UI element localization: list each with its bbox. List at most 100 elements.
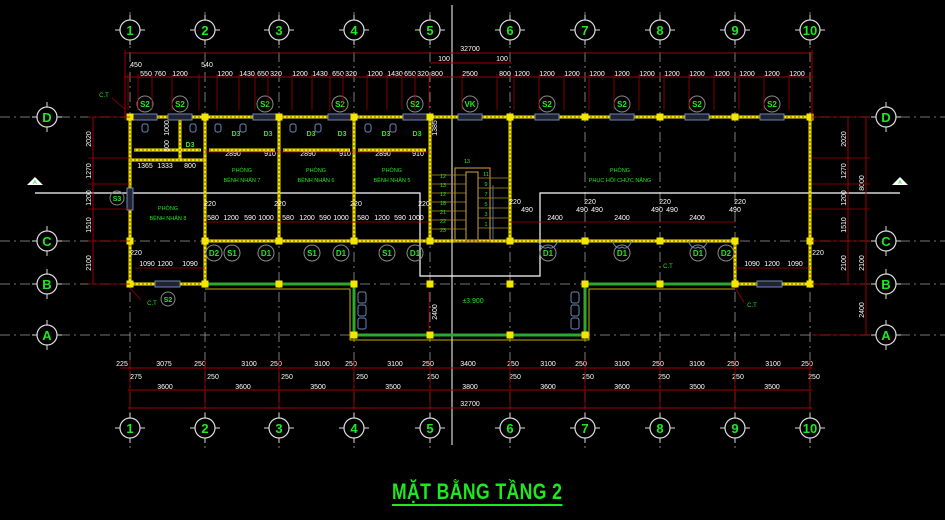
bench-icon: [570, 304, 580, 317]
dim-room: 590: [244, 215, 256, 222]
dim-bottom: 250: [732, 374, 744, 381]
dim-bottom: 3500: [764, 384, 780, 391]
window-top: [252, 113, 278, 121]
grid-bubble-bottom-2: 2: [201, 421, 208, 436]
column: [201, 113, 209, 121]
dim-top: 1200: [739, 71, 755, 78]
dim-top: 1200: [614, 71, 630, 78]
toilet-fixture-icon: [314, 123, 322, 133]
window-top: [167, 113, 193, 121]
window-tag: S2: [692, 100, 702, 109]
dim-room: 220: [204, 201, 216, 208]
grid-bubble-top-4: 4: [350, 23, 358, 38]
window-tag: VK: [464, 100, 475, 109]
grid-bubble-bottom-8: 8: [656, 421, 663, 436]
stair-step-number: 1: [484, 222, 487, 228]
door-tag: D1: [336, 249, 347, 258]
dim-bottom: 250: [270, 361, 282, 368]
dim-bottom: 250: [582, 374, 594, 381]
grid-bubble-left-A: A: [42, 328, 52, 343]
bench-icon: [570, 317, 580, 330]
dim-bottom: 3400: [460, 361, 476, 368]
door-tag-circle: [303, 244, 321, 262]
grid-bubble-bottom-9: 9: [731, 421, 738, 436]
dim-bottom: 250: [808, 374, 820, 381]
door-tag: D1: [617, 249, 628, 258]
dim-top: 540: [201, 62, 213, 69]
dim-left: 1510: [86, 217, 93, 233]
dim-top: 800: [431, 71, 443, 78]
dim-bottom: 3600: [614, 384, 630, 391]
dim-room: 220: [659, 199, 671, 206]
stair-step-number: 9: [484, 182, 487, 188]
toilet-door-tag: D3: [338, 131, 347, 138]
window-top: [457, 113, 483, 121]
column: [506, 237, 514, 245]
dim-bottom: 250: [207, 374, 219, 381]
room-name: PHÒNG: [232, 167, 252, 174]
toilet-fixture-icon: [389, 123, 397, 133]
dim-room: 1000: [164, 120, 171, 136]
dim-bottom: 3600: [157, 384, 173, 391]
column: [581, 331, 589, 339]
dim-bottom: 250: [422, 361, 434, 368]
dim-right: 2400: [859, 302, 866, 318]
dim-room: 490: [729, 207, 741, 214]
room-name: PHỤC HỒI CHỨC NĂNG: [589, 177, 651, 184]
balcony-railing: [205, 282, 735, 337]
stair-outline: [454, 167, 491, 243]
dim-room: 490: [651, 207, 663, 214]
room-name: BỆNH NHÂN 8: [150, 214, 187, 222]
toilet-fixture-icon: [141, 123, 149, 133]
window-left: [126, 187, 134, 211]
door-tag: D2: [721, 249, 732, 258]
dim-bottom: 3800: [462, 384, 478, 391]
column: [656, 237, 664, 245]
column: [275, 237, 283, 245]
window-tag: S2: [542, 100, 552, 109]
window-tag-circle: [331, 95, 349, 113]
dim-bottom: 250: [427, 374, 439, 381]
dim-top: 1200: [664, 71, 680, 78]
dim-top: 1200: [789, 71, 805, 78]
leader-line: [111, 97, 127, 111]
room-name: BỆNH NHÂN 7: [224, 176, 261, 184]
grid-bubble-top-7: 7: [581, 23, 588, 38]
dim-top: 650: [332, 71, 344, 78]
room-name: BỆNH NHÂN 5: [374, 176, 411, 184]
dim-room: 1000: [408, 215, 424, 222]
grid-bubble-right-D: D: [881, 110, 890, 125]
section-marker-label: A: [33, 180, 37, 186]
dim-room: 2400: [689, 215, 705, 222]
grid-bubble-bottom-10: 10: [803, 421, 817, 436]
drawing-title: MẶT BẰNG TẦNG 2: [392, 479, 563, 506]
column: [350, 280, 358, 288]
dim-bottom: 250: [345, 361, 357, 368]
dim-right: 2100: [859, 255, 866, 271]
dim-room: 1090: [139, 261, 155, 268]
dim-bottom: 3100: [689, 361, 705, 368]
grid-bubble-left-B: B: [42, 277, 51, 292]
door-tag: D1: [410, 249, 421, 258]
door-tag-circle: [223, 244, 241, 262]
grid-bubble-bottom-3: 3: [275, 421, 282, 436]
door-tag-circle: [717, 244, 735, 262]
door-tag-circle: [378, 244, 396, 262]
column: [581, 113, 589, 121]
bench-icon: [357, 291, 367, 304]
leader-line: [129, 287, 142, 301]
column: [426, 113, 434, 121]
stair-step-number: 21: [440, 210, 446, 216]
door-tag-circle: [205, 244, 223, 262]
dim-top: 2500: [462, 71, 478, 78]
door-tag: D1: [543, 249, 554, 258]
window-bottom: [756, 280, 783, 288]
dim-room: 1200: [299, 215, 315, 222]
room-name: BỆNH NHÂN 6: [298, 176, 335, 184]
column-tag: C.T: [147, 301, 157, 307]
window-tag: S2: [767, 100, 777, 109]
dim-room: 220: [734, 199, 746, 206]
window-top: [759, 113, 785, 121]
dim-room: 2890: [375, 151, 391, 158]
